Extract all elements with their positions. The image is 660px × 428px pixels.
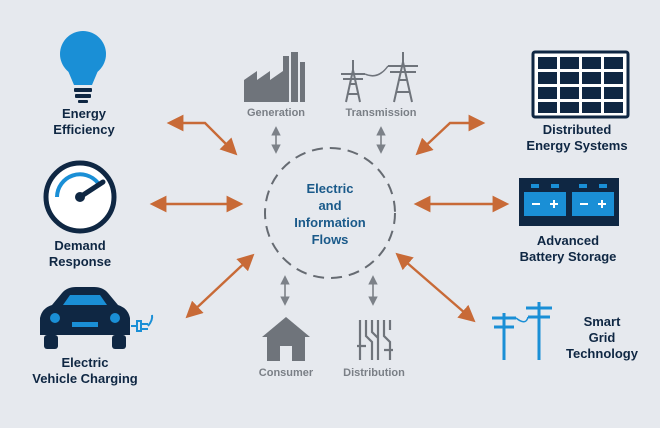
electric-car-icon bbox=[40, 287, 154, 349]
factory-icon bbox=[244, 52, 305, 102]
demand-response-line1: Demand bbox=[54, 238, 106, 253]
solar-panel-icon bbox=[531, 50, 630, 119]
transmission-tower-icon bbox=[341, 52, 418, 103]
hub-line1: Electric bbox=[306, 181, 354, 196]
house-icon bbox=[262, 317, 310, 361]
lightbulb-icon bbox=[60, 31, 106, 103]
hub-line2: and bbox=[318, 198, 342, 213]
arrow-ev-charging bbox=[185, 253, 255, 319]
center-hub-circle bbox=[264, 147, 396, 279]
gauge-icon bbox=[43, 160, 117, 234]
distributed-energy-label: Distributed Energy Systems bbox=[512, 122, 642, 154]
battery-storage-line2: Battery Storage bbox=[519, 249, 617, 264]
battery-storage-label: Advanced Battery Storage bbox=[503, 233, 633, 265]
ev-charging-line1: Electric bbox=[61, 355, 109, 370]
generation-label: Generation bbox=[246, 107, 306, 119]
utility-pole-icon bbox=[492, 302, 552, 360]
arrow-smart-grid bbox=[395, 252, 476, 323]
circuit-icon bbox=[357, 320, 393, 360]
battery-icon bbox=[519, 178, 619, 226]
arrow-distributed-energy bbox=[415, 114, 486, 156]
arrow-energy-efficiency bbox=[166, 114, 238, 156]
center-hub-label: Electric and Information Flows bbox=[280, 180, 380, 248]
distribution-label: Distribution bbox=[343, 367, 405, 379]
orange-arrows bbox=[149, 114, 510, 323]
hub-line3: Information bbox=[294, 215, 366, 230]
distributed-energy-line2: Energy Systems bbox=[526, 138, 628, 153]
ev-charging-label: Electric Vehicle Charging bbox=[20, 355, 150, 387]
hub-line4: Flows bbox=[311, 232, 349, 247]
consumer-label: Consumer bbox=[258, 367, 314, 379]
smart-grid-label: Smart Grid Technology bbox=[552, 314, 652, 362]
demand-response-line2: Response bbox=[48, 254, 112, 269]
smart-grid-line2: Grid bbox=[588, 330, 616, 345]
energy-efficiency-line2: Efficiency bbox=[53, 122, 115, 137]
distributed-energy-line1: Distributed bbox=[542, 122, 612, 137]
ev-charging-line2: Vehicle Charging bbox=[32, 371, 138, 386]
gray-arrows bbox=[271, 126, 386, 306]
smart-grid-line1: Smart bbox=[583, 314, 621, 329]
energy-efficiency-line1: Energy bbox=[61, 106, 107, 121]
energy-efficiency-label: Energy Efficiency bbox=[34, 106, 134, 138]
transmission-label: Transmission bbox=[345, 107, 417, 119]
battery-storage-line1: Advanced bbox=[536, 233, 600, 248]
demand-response-label: Demand Response bbox=[30, 238, 130, 270]
smart-grid-line3: Technology bbox=[566, 346, 638, 361]
